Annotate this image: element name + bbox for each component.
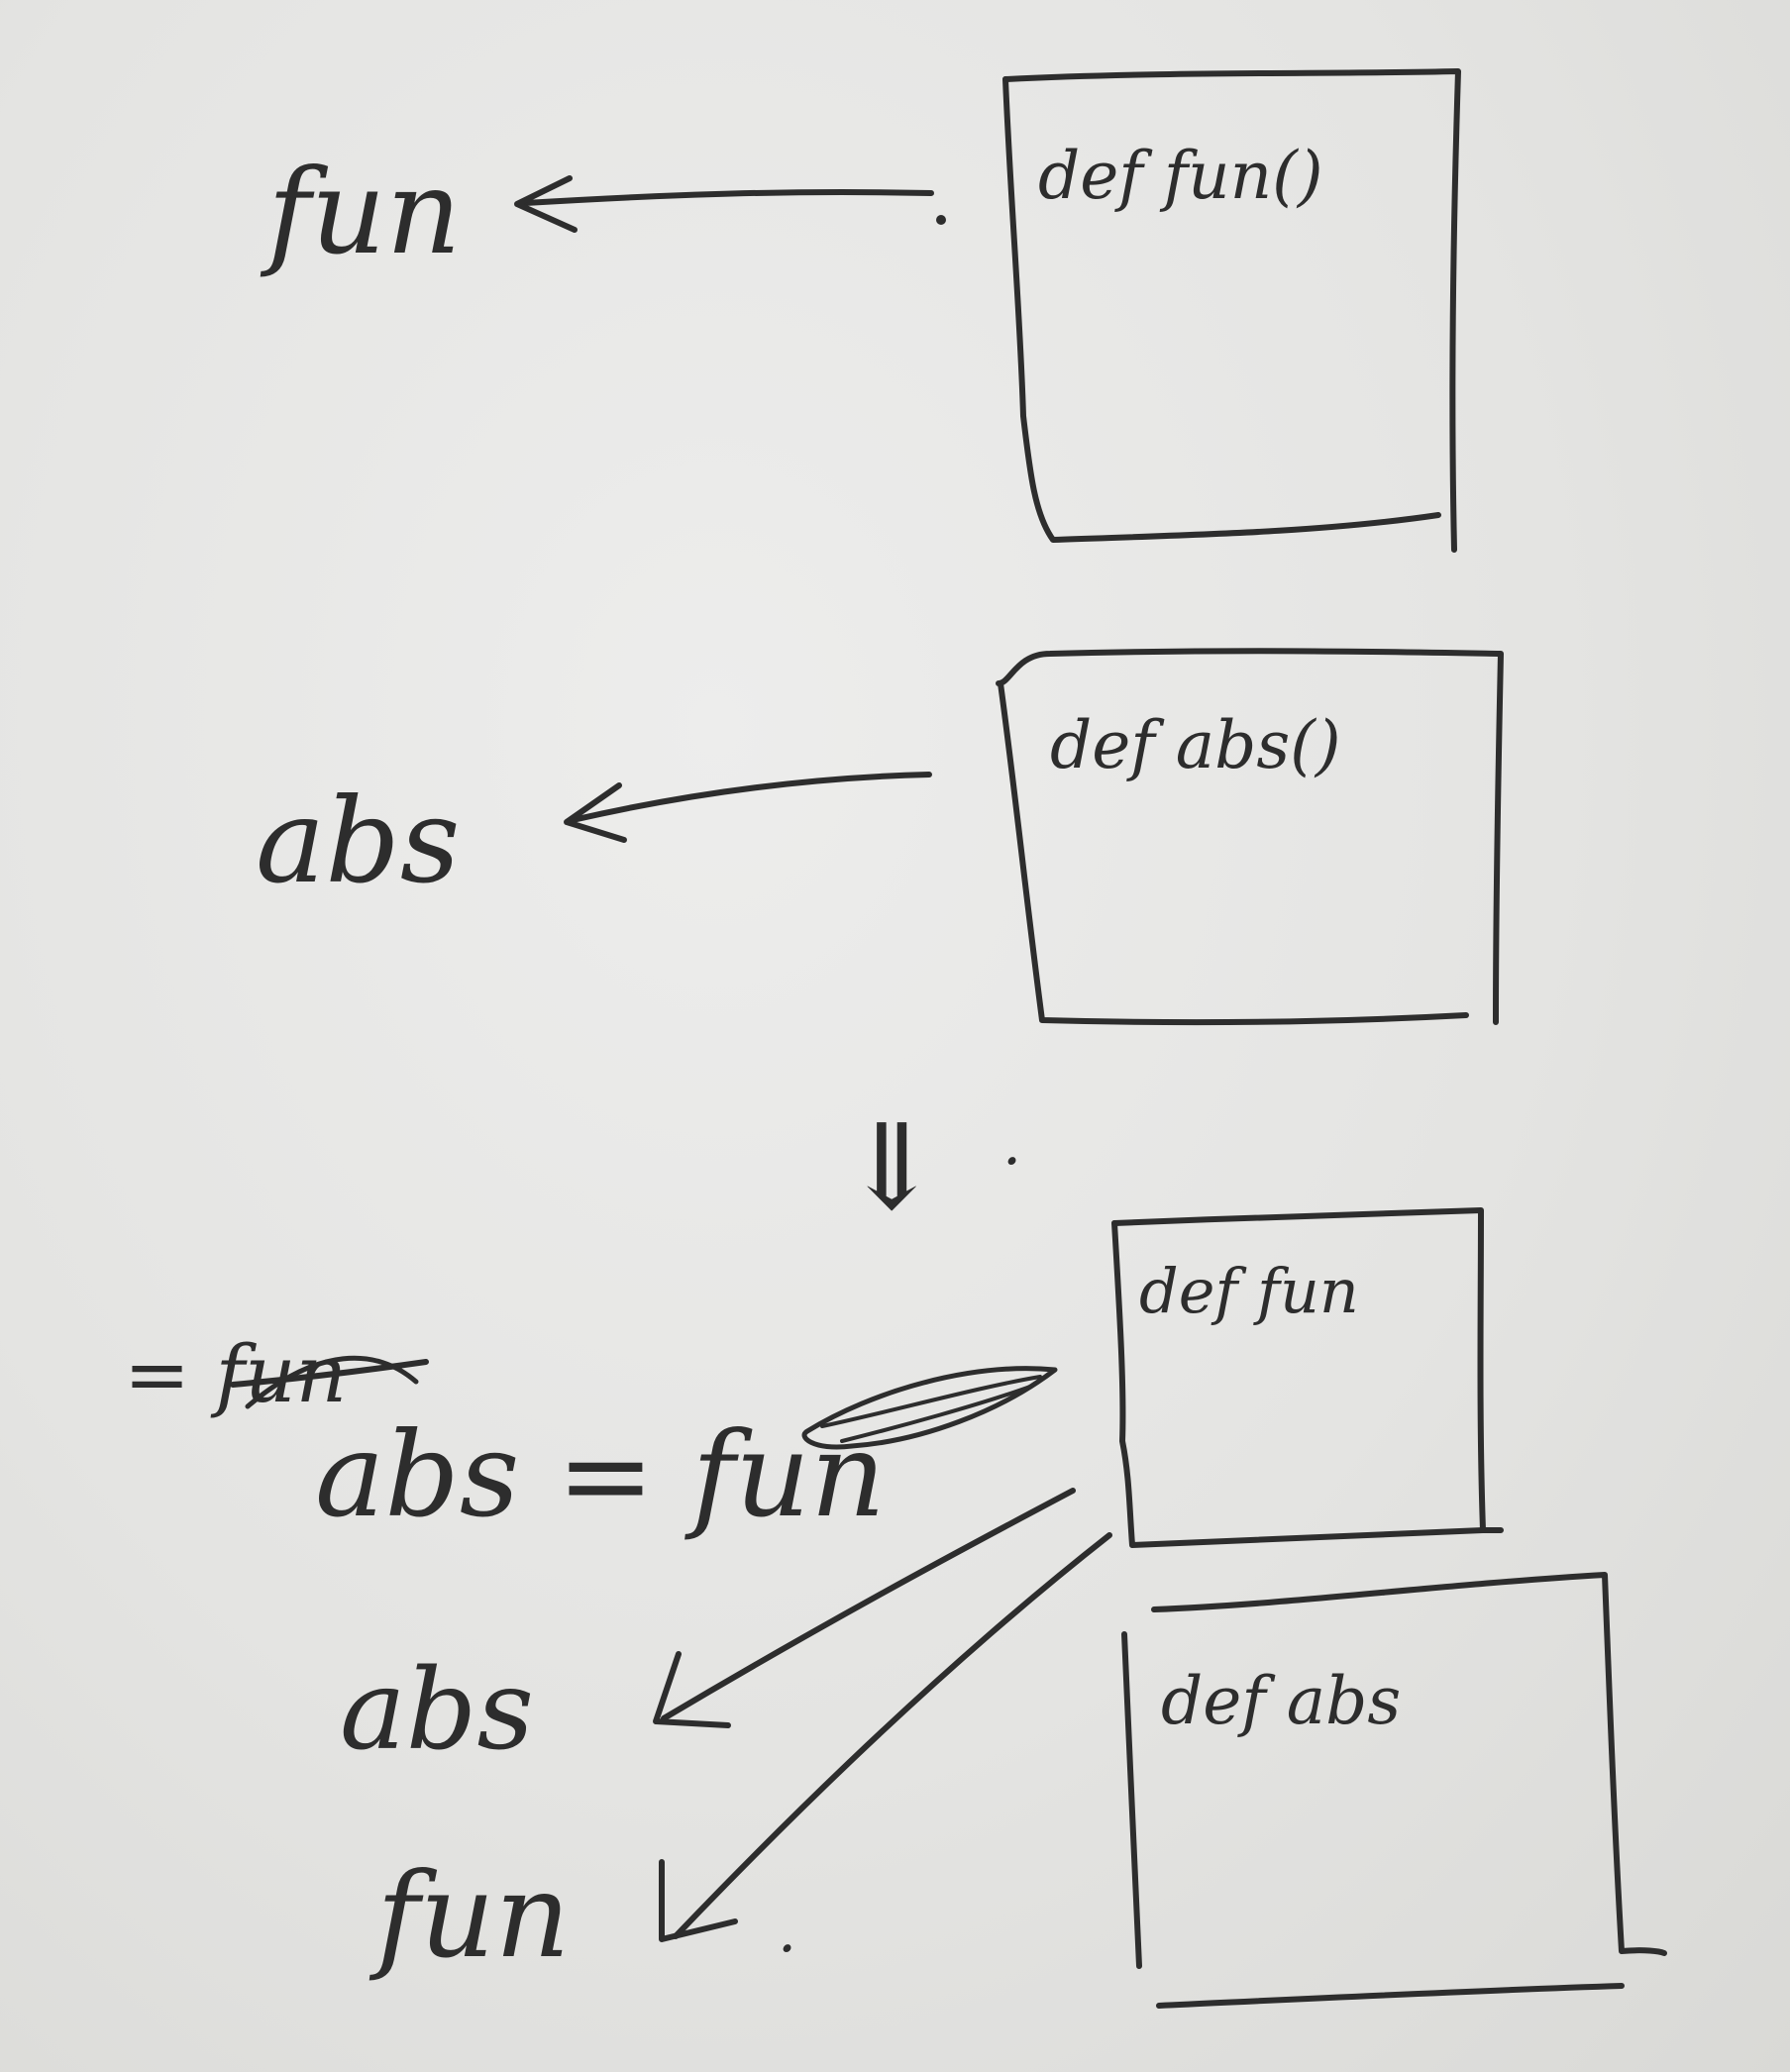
- strike-scribble: [245, 1355, 419, 1409]
- arrow-head-icon: [659, 1859, 738, 1942]
- name-abs-label: abs: [340, 1646, 534, 1775]
- box-abs-top-right: [996, 648, 1504, 1025]
- dot-mark: .: [1002, 1109, 1021, 1179]
- box-fun-left-bottom: [1002, 76, 1441, 543]
- box-fun-top-right: [1002, 68, 1461, 553]
- name-abs-label: abs: [256, 773, 460, 909]
- stage-2: abs def abs(): [256, 648, 1504, 1026]
- down-arrow-icon: ⇓: [842, 1099, 942, 1237]
- box-abs-label: def abs: [1161, 1663, 1401, 1739]
- transition: ⇓ .: [842, 1099, 1021, 1237]
- box-fun-label: def fun(): [1038, 138, 1323, 214]
- box-abs-top-right: [1151, 1572, 1667, 1956]
- arrow-shaft: [570, 772, 932, 823]
- name-fun-label: fun: [369, 1847, 571, 1984]
- box-abs-left-bottom: [998, 680, 1469, 1026]
- arrow-head-icon: [653, 1651, 731, 1728]
- box-abs-left-bottom: [1121, 1631, 1625, 2009]
- stage-3: = fun abs = fun abs fun . def fun def ab…: [124, 1207, 1667, 2009]
- box-fun-left-bottom: [1111, 1220, 1486, 1548]
- strike-line: [230, 1359, 429, 1388]
- box-abs-label: def abs(): [1050, 707, 1341, 783]
- scribble-mark: [801, 1366, 1058, 1450]
- arrow-shaft: [661, 1488, 1076, 1721]
- name-fun-label: fun: [260, 144, 462, 280]
- stage-1: fun def fun(): [260, 68, 1461, 553]
- scribble-mark: [820, 1375, 1042, 1428]
- arrow-shaft: [673, 1532, 1112, 1939]
- scribble-mark: [840, 1385, 1032, 1443]
- box-fun-label: def fun: [1139, 1255, 1359, 1327]
- dot-mark: [936, 215, 946, 225]
- arrow-head-icon: [564, 782, 627, 843]
- arrow-shaft: [522, 189, 934, 206]
- arrow-head-icon: [514, 175, 578, 233]
- box-fun-top-right: [1111, 1207, 1504, 1533]
- dot-mark: .: [778, 1897, 796, 1966]
- assignment-text: abs = fun: [315, 1406, 886, 1543]
